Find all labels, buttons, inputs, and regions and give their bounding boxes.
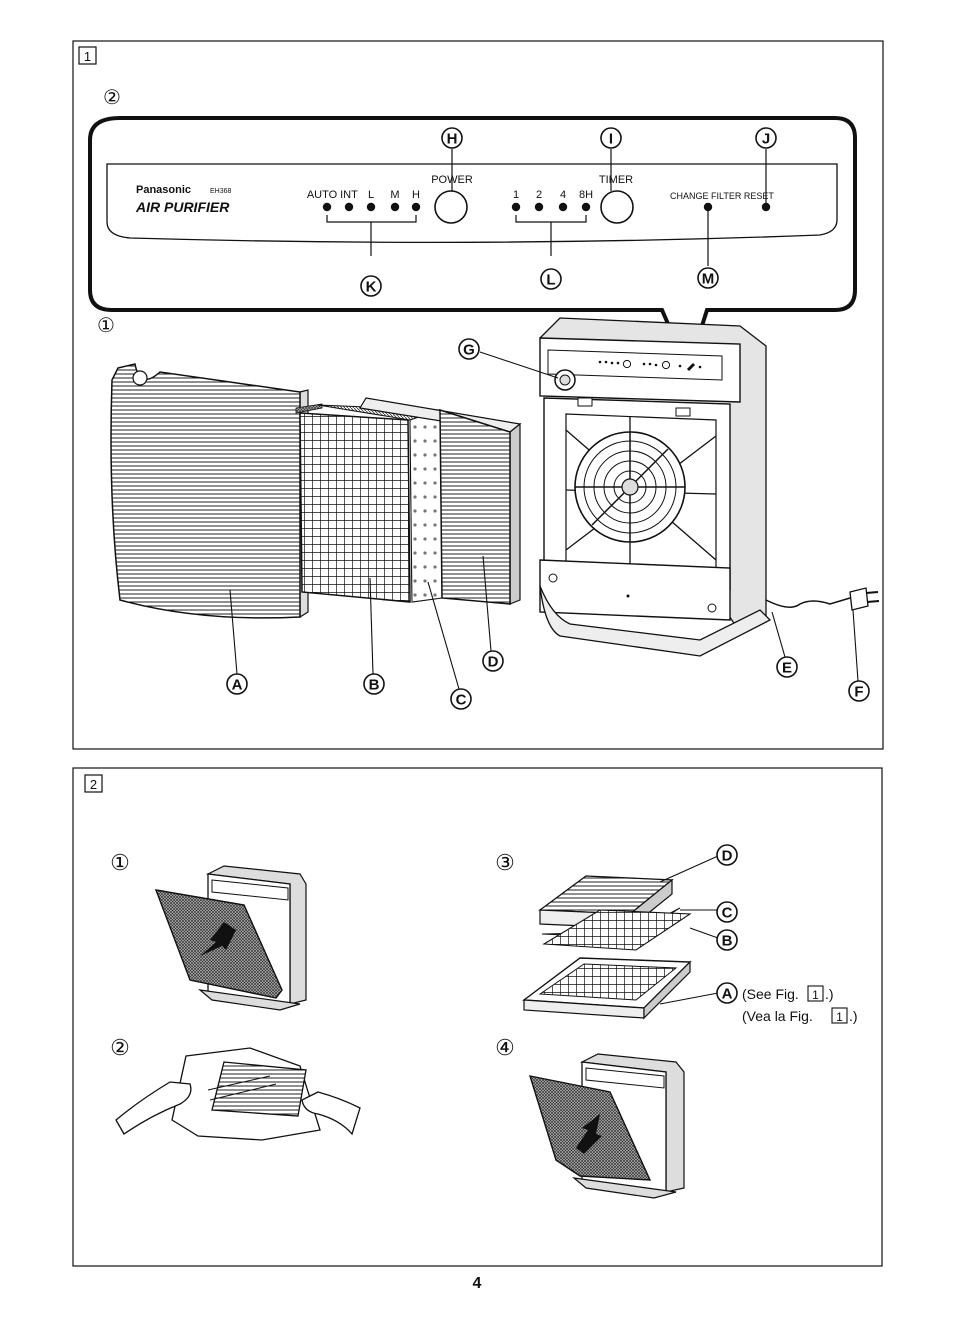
change-filter-lamp <box>703 202 713 212</box>
step-3-illustration <box>522 875 692 1020</box>
hepa-filter-d <box>359 397 522 605</box>
figure-2-label-box <box>84 774 103 793</box>
fig-ref-close-spanish: .) <box>849 1008 858 1024</box>
callout-d: D <box>488 654 499 671</box>
figure-1-label: 1 <box>84 49 91 64</box>
mode-label-int: INT <box>340 189 358 201</box>
step-4-label: ④ <box>495 1035 515 1060</box>
control-panel <box>106 163 838 243</box>
timer-label-2: 2 <box>536 189 542 201</box>
figure-1-frame <box>72 40 884 750</box>
prefilter-b <box>295 403 411 603</box>
callout-j: J <box>762 131 770 148</box>
fig-ref-close-english: .) <box>825 986 834 1002</box>
step-2-label: ② <box>110 1035 130 1060</box>
fig-ref-english: 1 <box>812 988 819 1002</box>
timer-label-1: 1 <box>513 189 519 201</box>
brand-name: Panasonic <box>136 184 191 196</box>
fig-ref-box-spanish <box>831 1007 848 1024</box>
timer-label-8h: 8H <box>579 189 593 201</box>
callout-i: I <box>609 131 613 148</box>
panel-leader-lines <box>451 149 767 266</box>
step-3-callout-d: D <box>722 848 733 865</box>
callout-f: F <box>854 684 863 701</box>
mode-bracket <box>326 215 417 256</box>
mode-label-m: M <box>390 189 399 201</box>
see-fig-english: (See Fig. <box>742 986 799 1002</box>
figure-2-label: 2 <box>90 777 97 792</box>
mode-indicator-lamps <box>322 202 421 212</box>
model-number: EH368 <box>210 188 232 195</box>
mode-label-auto: AUTO <box>307 189 338 201</box>
step-2-illustration <box>115 1047 361 1141</box>
step-4-illustration <box>528 1053 685 1199</box>
callout-pointer <box>686 362 696 372</box>
callout-k: K <box>366 279 377 296</box>
mode-label-h: H <box>412 189 420 201</box>
callout-c: C <box>456 692 467 709</box>
callouts-step-3: D C B A <box>716 844 738 1004</box>
step-label-panel: ② <box>103 87 121 109</box>
callout-m: M <box>702 271 715 288</box>
callout-b: B <box>369 677 380 694</box>
step-1-label: ① <box>110 850 130 875</box>
product-name: AIR PURIFIER <box>135 199 230 215</box>
callout-g: G <box>463 342 475 359</box>
air-purifier-unit <box>539 317 880 657</box>
power-button[interactable] <box>434 190 468 224</box>
timer-bracket <box>515 215 587 256</box>
front-panel-a <box>110 363 309 619</box>
timer-label-4: 4 <box>560 189 566 201</box>
page-number: 4 <box>473 1275 482 1292</box>
step-3-callout-b: B <box>722 933 733 950</box>
mode-label-l: L <box>368 189 374 201</box>
callout-h: H <box>447 131 458 148</box>
fig-ref-box-english <box>807 985 824 1002</box>
step-3-callout-a: A <box>722 986 733 1003</box>
callout-a: A <box>232 677 243 694</box>
figure-1-label-box <box>78 46 97 65</box>
step-3-callout-c: C <box>722 905 733 922</box>
timer-button[interactable] <box>600 190 634 224</box>
part-leader-lines <box>229 351 859 690</box>
timer-label: TIMER <box>599 174 633 186</box>
callouts-panel: H I J K L M <box>360 127 777 297</box>
fig-ref-spanish: 1 <box>836 1010 843 1024</box>
see-fig-spanish: (Vea la Fig. <box>742 1008 813 1024</box>
reset-button[interactable] <box>761 202 771 212</box>
step-1-illustration <box>154 865 307 1011</box>
step-3-label: ③ <box>495 850 515 875</box>
figure-2-frame <box>72 767 883 1267</box>
callouts-parts: A B C D E F G <box>226 338 870 710</box>
step-label-exploded: ① <box>97 315 115 337</box>
step-3-leader-lines <box>659 855 719 1005</box>
callout-l: L <box>546 272 555 289</box>
timer-indicator-lamps <box>511 202 591 212</box>
callout-e: E <box>782 660 792 677</box>
change-filter-reset-label: CHANGE FILTER RESET <box>670 191 774 201</box>
